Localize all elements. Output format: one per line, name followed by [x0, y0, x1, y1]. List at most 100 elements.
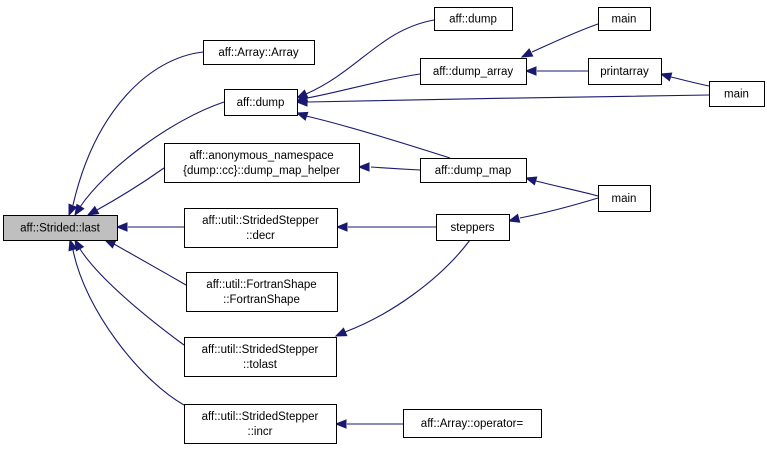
arrowhead-icon [659, 72, 673, 82]
node-strided-last: aff::Strided::last [3, 215, 118, 241]
arrowhead-icon [334, 327, 348, 337]
arrowhead-icon [335, 222, 348, 232]
edge-stepper_decr-to-strided_last [115, 222, 184, 232]
node-label: main [612, 193, 637, 205]
node-box [598, 185, 651, 212]
edge-main_right-to-dump [295, 94, 710, 107]
arrowhead-icon [86, 205, 100, 216]
edge-array_operator_assign-to-stepper_incr [334, 419, 403, 429]
node-stepper-incr[interactable]: aff::util::StridedStepper::incr [184, 404, 337, 444]
node-box [420, 158, 527, 183]
node-label: aff::Array::Array [218, 47, 299, 59]
node-label: ::tolast [243, 359, 278, 371]
node-stepper-tolast[interactable]: aff::util::StridedStepper::tolast [184, 337, 337, 377]
node-label: steppers [450, 222, 494, 234]
node-box [203, 40, 315, 65]
edge-line [113, 243, 187, 286]
node-main-mid[interactable]: main [598, 185, 651, 212]
edge-stepper_tolast-to-strided_last [74, 238, 185, 346]
node-dump-array[interactable]: aff::dump_array [420, 58, 527, 85]
node-label: ::FortranShape [223, 294, 300, 306]
node-label: aff::anonymous_namespace [189, 150, 333, 162]
edges-layer [68, 19, 710, 429]
arrowhead-icon [507, 213, 521, 223]
node-box [436, 214, 510, 241]
node-label: aff::dump [237, 97, 285, 109]
node-dump-map-helper[interactable]: aff::anonymous_namespace{dump::cc}::dump… [164, 143, 360, 183]
edge-line [519, 197, 599, 219]
arrowhead-icon [334, 419, 347, 429]
edge-line [531, 23, 599, 53]
arrowhead-icon [103, 239, 117, 249]
node-stepper-decr[interactable]: aff::util::StridedStepper::decr [184, 208, 338, 248]
arrowhead-icon [68, 238, 78, 252]
node-label: printarray [600, 66, 649, 78]
node-label: aff::util::FortranShape [206, 279, 316, 291]
node-label: main [612, 14, 637, 26]
edge-line [79, 248, 185, 346]
node-box [598, 7, 651, 31]
edge-main_mid-to-steppers [507, 197, 599, 223]
arrowhead-icon [357, 162, 370, 172]
arrowhead-icon [74, 238, 85, 252]
arrowhead-icon [68, 203, 78, 217]
node-dump2[interactable]: aff::dump [434, 7, 513, 31]
node-box [164, 143, 360, 183]
node-label: ::incr [248, 426, 273, 438]
arrowhead-icon [295, 97, 308, 107]
arrowhead-icon [524, 176, 538, 186]
node-box [403, 409, 542, 438]
edge-fortranshape-to-strided_last [103, 239, 187, 286]
arrowhead-icon [74, 203, 85, 217]
edge-line [72, 51, 204, 206]
edge-dump_array-to-dump [295, 73, 421, 103]
arrowhead-icon [524, 66, 537, 76]
edge-dump_map-to-dump_map_helper [357, 162, 421, 172]
node-main-right[interactable]: main [709, 81, 765, 107]
edge-dump_map-to-dump [295, 111, 451, 159]
node-box [186, 272, 338, 312]
edge-dump_map_helper-to-strided_last [86, 167, 165, 216]
node-box [184, 404, 337, 444]
node-label: aff::util::StridedStepper [202, 344, 319, 356]
node-printarray[interactable]: printarray [588, 58, 662, 85]
node-label: ::decr [246, 230, 275, 242]
edge-line [79, 101, 225, 208]
edge-main_top-to-dump_array [520, 23, 599, 58]
edge-line [72, 249, 185, 406]
edge-stepper_incr-to-strided_last [68, 238, 185, 406]
nodes-layer: aff::Strided::lastaff::Array::Arrayaff::… [3, 7, 765, 444]
node-label: aff::util::StridedStepper [202, 411, 319, 423]
node-box [420, 58, 527, 85]
edge-line [670, 76, 710, 87]
edge-printarray-to-dump_array [524, 66, 588, 76]
arrowhead-icon [520, 48, 534, 58]
node-box [184, 337, 337, 377]
edge-array_ctor-to-strided_last [68, 51, 204, 217]
node-label: aff::Strided::last [20, 223, 100, 235]
node-label: aff::dump_map [435, 165, 512, 177]
node-steppers[interactable]: steppers [436, 214, 510, 241]
edge-steppers-to-stepper_decr [335, 222, 436, 232]
node-array-operator-assign[interactable]: aff::Array::operator= [403, 409, 542, 438]
node-label: aff::util::StridedStepper [202, 215, 319, 227]
node-label: {dump::cc}::dump_map_helper [183, 165, 340, 177]
node-box [434, 7, 513, 31]
edge-line [535, 180, 599, 197]
node-box [184, 208, 338, 248]
edge-main_right-to-printarray [659, 72, 710, 87]
edge-line [96, 167, 165, 211]
node-box [709, 81, 765, 107]
edge-main_mid-to-dump_map [524, 176, 599, 197]
node-dump-map[interactable]: aff::dump_map [420, 158, 527, 183]
edge-line [305, 115, 451, 159]
node-label: aff::Array::operator= [421, 418, 524, 430]
node-label: aff::dump [449, 14, 497, 26]
edge-line [305, 19, 435, 95]
node-main-top[interactable]: main [598, 7, 651, 31]
node-array-ctor[interactable]: aff::Array::Array [203, 40, 315, 65]
node-fortranshape[interactable]: aff::util::FortranShape::FortranShape [186, 272, 338, 312]
node-dump[interactable]: aff::dump [224, 89, 298, 116]
edge-line [307, 94, 710, 103]
